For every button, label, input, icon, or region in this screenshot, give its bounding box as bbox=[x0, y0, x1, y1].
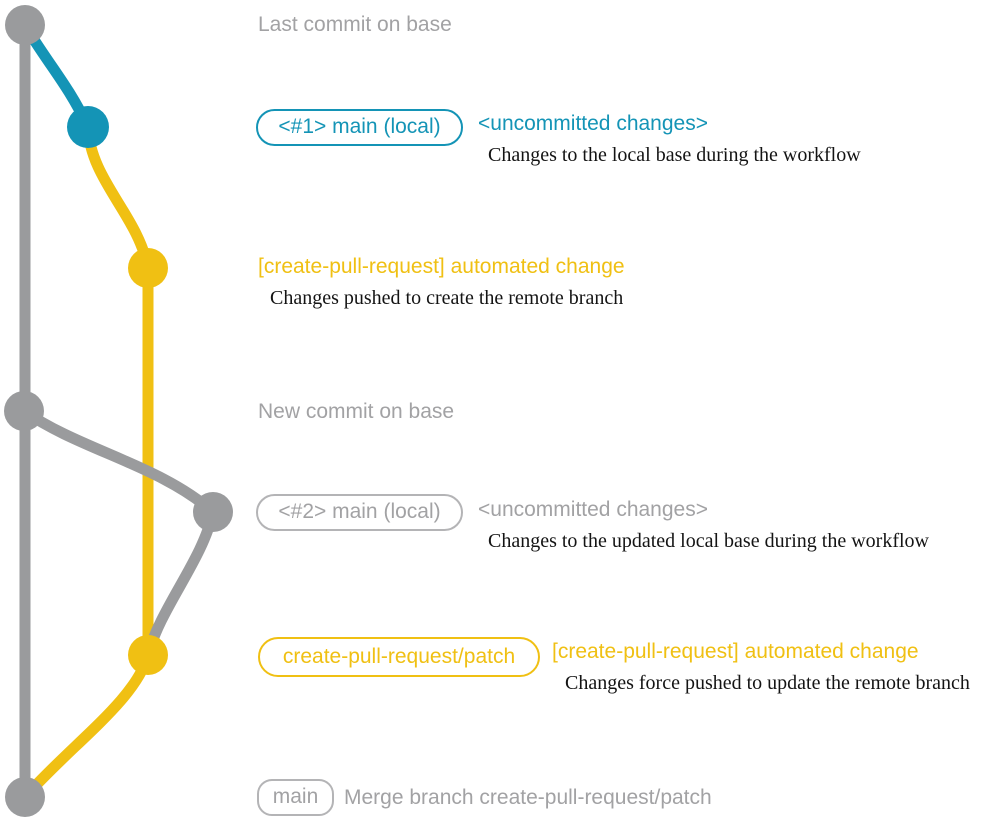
new-commit-title: New commit on base bbox=[258, 400, 455, 423]
badge-main-local-1: <#1> main (local) bbox=[256, 109, 463, 146]
automated-change-desc-2: Changes force pushed to update the remot… bbox=[565, 672, 970, 694]
uncommitted-changes-desc-1: Changes to the local base during the wor… bbox=[488, 144, 861, 166]
commit-node-local-main-1 bbox=[67, 106, 109, 148]
branch-line-remote-merge bbox=[19, 649, 154, 803]
commit-node-base-head bbox=[5, 5, 45, 45]
uncommitted-changes-heading-1: <uncommitted changes> bbox=[478, 112, 708, 135]
commit-node-local-main-2 bbox=[193, 492, 233, 532]
badge-main: main bbox=[257, 779, 334, 816]
commit-node-merge bbox=[5, 777, 45, 817]
uncommitted-changes-desc-2: Changes to the updated local base during… bbox=[488, 530, 929, 552]
automated-change-heading-1: [create-pull-request] automated change bbox=[258, 255, 625, 278]
merge-branch-text: Merge branch create-pull-request/patch bbox=[344, 786, 712, 809]
commit-node-remote-1 bbox=[128, 248, 168, 288]
branch-line-local-main-2-update bbox=[142, 506, 219, 661]
branch-line-local-main-2 bbox=[18, 405, 219, 518]
automated-change-desc-1: Changes pushed to create the remote bran… bbox=[270, 287, 624, 309]
automated-change-heading-2: [create-pull-request] automated change bbox=[552, 640, 919, 663]
last-commit-title: Last commit on base bbox=[258, 13, 452, 36]
branch-line-remote-1 bbox=[82, 121, 154, 661]
commit-node-new-base bbox=[4, 391, 44, 431]
badge-create-pull-request-patch: create-pull-request/patch bbox=[258, 637, 540, 677]
uncommitted-changes-heading-2: <uncommitted changes> bbox=[478, 498, 708, 521]
badge-main-local-2: <#2> main (local) bbox=[256, 494, 463, 531]
commit-node-remote-2 bbox=[128, 635, 168, 675]
